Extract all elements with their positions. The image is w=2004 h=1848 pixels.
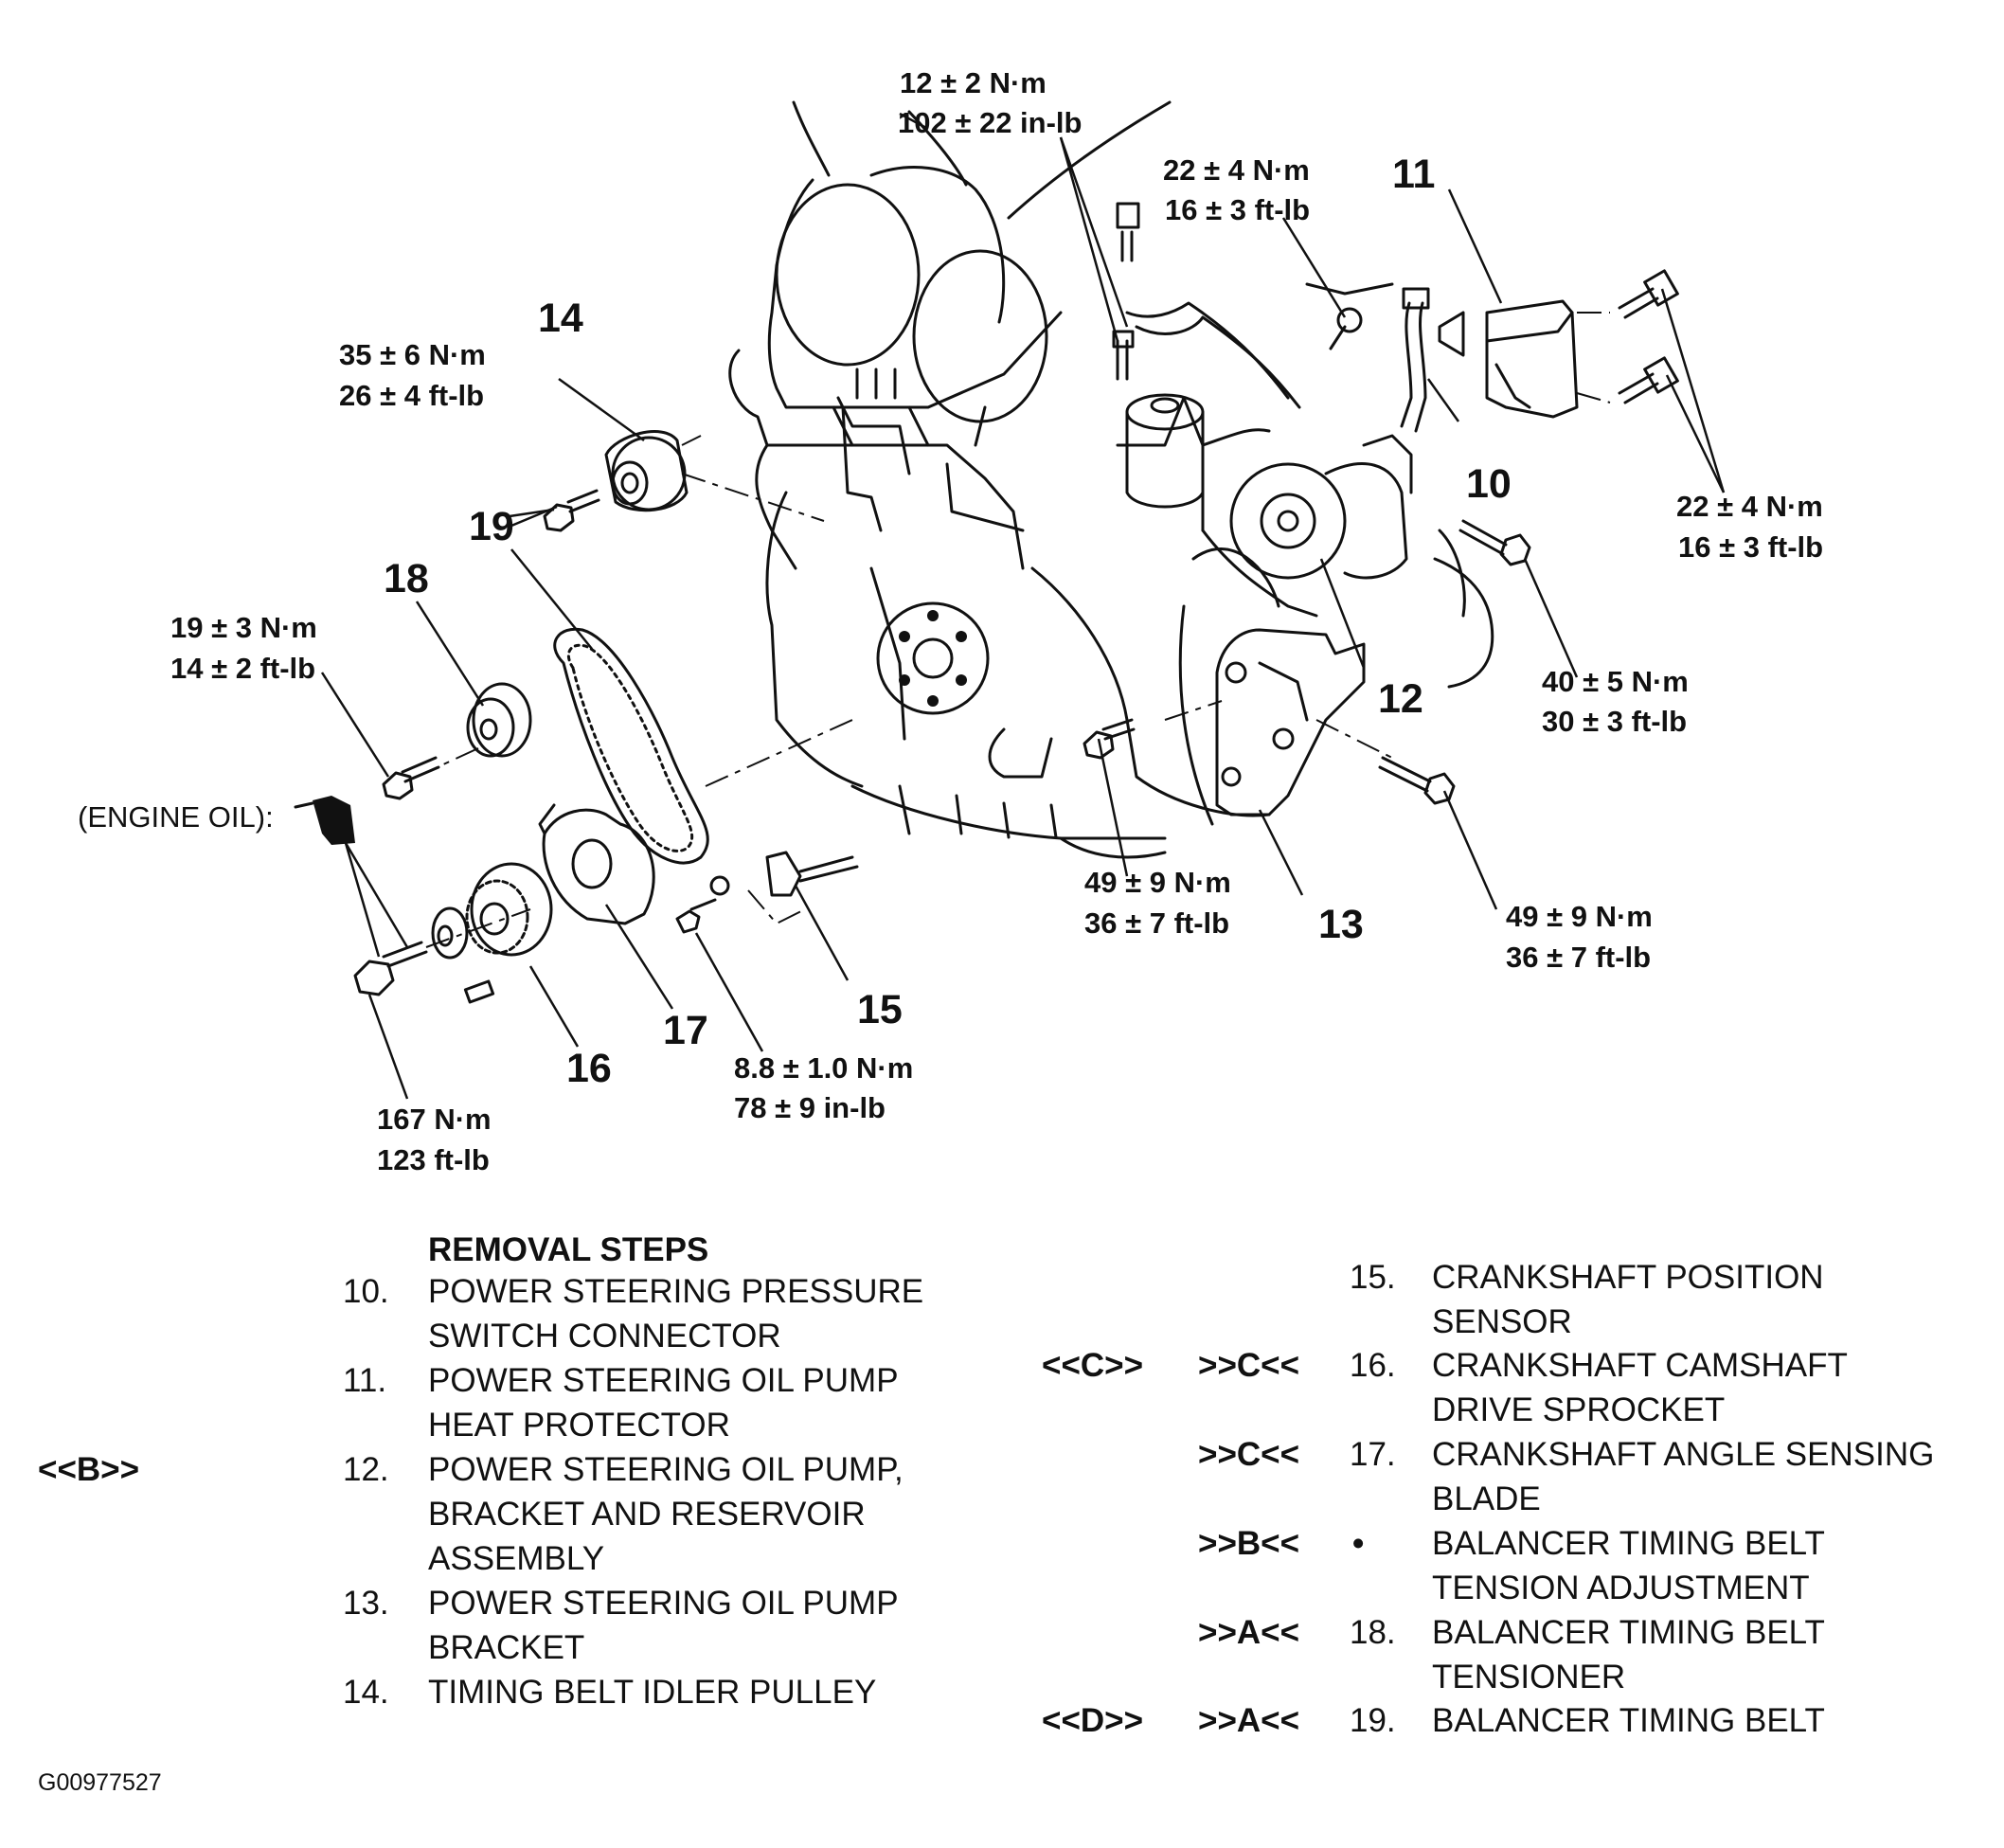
torque-label-t7-line2: 36 ± 7 ft-lb	[1084, 906, 1229, 940]
step-code-removal: <<D>>	[1042, 1702, 1144, 1739]
step-text: CRANKSHAFT ANGLE SENSING BLADE	[1432, 1436, 1935, 1517]
step-text: POWER STEERING OIL PUMP HEAT PROTECTOR	[428, 1362, 899, 1444]
step-code-installation: >>A<<	[1198, 1702, 1300, 1739]
engine-oil-label: (ENGINE OIL):	[78, 800, 274, 834]
crank-position-sensor-drawing	[709, 851, 859, 925]
torque-label-t7-line1: 49 ± 9 N·m	[1084, 866, 1231, 899]
crank-sprocket-drawing	[431, 862, 553, 1004]
figure-id: G00977527	[38, 1769, 162, 1796]
torque-label-t1-line2: 102 ± 22 in-lb	[898, 106, 1082, 139]
callout-17: 17	[663, 1008, 708, 1053]
step-code-installation: >>A<<	[1198, 1614, 1300, 1651]
heat-protector-drawing	[1485, 299, 1611, 419]
torque-label-t2-line2: 16 ± 3 ft-lb	[1165, 193, 1310, 226]
angle-sensing-blade-drawing	[538, 803, 655, 925]
step-number: 14.	[343, 1674, 389, 1711]
callout-19: 19	[469, 504, 514, 549]
callout-12: 12	[1378, 676, 1423, 722]
step-text: BALANCER TIMING BELT TENSION ADJUSTMENT	[1432, 1525, 1825, 1606]
callout-11: 11	[1392, 152, 1435, 197]
torque-label-t5-line2: 14 ± 2 ft-lb	[170, 652, 315, 685]
step-code-installation: >>C<<	[1198, 1436, 1300, 1473]
torque-label-t9-line1: 8.8 ± 1.0 N·m	[734, 1051, 913, 1085]
step-number: 17.	[1350, 1436, 1396, 1473]
misc-bolts	[382, 202, 1531, 934]
torque-label-t3-line1: 35 ± 6 N·m	[339, 338, 486, 371]
idler-pulley-drawing	[604, 430, 825, 522]
step-code-removal: <<C>>	[1042, 1347, 1144, 1384]
torque-label-t4-line1: 22 ± 4 N·m	[1676, 490, 1823, 523]
callout-10: 10	[1466, 461, 1512, 507]
step-text: TIMING BELT IDLER PULLEY	[428, 1674, 877, 1711]
torque-label-t8-line1: 49 ± 9 N·m	[1506, 900, 1653, 933]
pump-bracket-drawing	[1164, 628, 1393, 816]
callout-13: 13	[1318, 902, 1364, 947]
bullet-icon: •	[1352, 1525, 1365, 1562]
torque-labels: 12 ± 2 N·m 102 ± 22 in-lb 22 ± 4 N·m 16 …	[78, 66, 1823, 1176]
balancer-timing-belt-drawing	[553, 627, 853, 865]
torque-label-t2-line1: 22 ± 4 N·m	[1163, 153, 1310, 187]
engine-oil-can-icon	[294, 796, 355, 845]
part-callouts: 10 11 12 13 14 15 16 17 18 19	[384, 152, 1512, 1091]
torque-label-t4-line2: 16 ± 3 ft-lb	[1678, 530, 1823, 564]
step-code-removal: <<B>>	[38, 1451, 140, 1488]
torque-label-t10-line1: 167 N·m	[377, 1103, 492, 1136]
belt-tensioner-drawing	[416, 682, 532, 778]
step-text: CRANKSHAFT CAMSHAFT DRIVE SPROCKET	[1432, 1347, 1848, 1428]
torque-label-t6-line1: 40 ± 5 N·m	[1542, 665, 1689, 698]
step-text: POWER STEERING OIL PUMP BRACKET	[428, 1585, 899, 1666]
step-text: POWER STEERING OIL PUMP, BRACKET AND RES…	[428, 1451, 904, 1577]
protector-bolts	[1618, 269, 1679, 404]
torque-label-t3-line2: 26 ± 4 ft-lb	[339, 379, 484, 412]
torque-label-t6-line2: 30 ± 3 ft-lb	[1542, 705, 1687, 738]
callout-16: 16	[566, 1046, 612, 1091]
torque-label-t10-line2: 123 ft-lb	[377, 1143, 490, 1176]
step-text: BALANCER TIMING BELT TENSIONER	[1432, 1614, 1825, 1695]
step-number: 10.	[343, 1273, 389, 1310]
callout-18: 18	[384, 556, 429, 601]
removal-steps-heading: REMOVAL STEPS	[428, 1231, 709, 1268]
callout-14: 14	[538, 296, 583, 341]
step-number: 12.	[343, 1451, 389, 1488]
step-number: 19.	[1350, 1702, 1396, 1739]
step-number: 15.	[1350, 1259, 1396, 1296]
torque-label-t5-line1: 19 ± 3 N·m	[170, 611, 317, 644]
step-code-installation: >>C<<	[1198, 1347, 1300, 1384]
step-number: 13.	[343, 1585, 389, 1622]
crank-bolt-drawing	[353, 908, 531, 996]
step-code-installation: >>B<<	[1198, 1525, 1300, 1562]
torque-label-t9-line2: 78 ± 9 in-lb	[734, 1091, 886, 1124]
engine-block-drawing	[728, 100, 1494, 859]
step-number: 11.	[343, 1362, 387, 1399]
torque-label-t8-line2: 36 ± 7 ft-lb	[1506, 941, 1651, 974]
step-number: 16.	[1350, 1347, 1396, 1384]
step-text: CRANKSHAFT POSITION SENSOR	[1432, 1259, 1824, 1340]
leader-lines	[320, 112, 1726, 1100]
power-steering-pump-drawing	[1125, 287, 1465, 580]
callout-15: 15	[857, 987, 903, 1032]
step-text: BALANCER TIMING BELT	[1432, 1702, 1825, 1739]
step-text: POWER STEERING PRESSURE SWITCH CONNECTOR	[428, 1273, 924, 1355]
step-number: 18.	[1350, 1614, 1396, 1651]
torque-label-t1-line1: 12 ± 2 N·m	[900, 66, 1047, 99]
